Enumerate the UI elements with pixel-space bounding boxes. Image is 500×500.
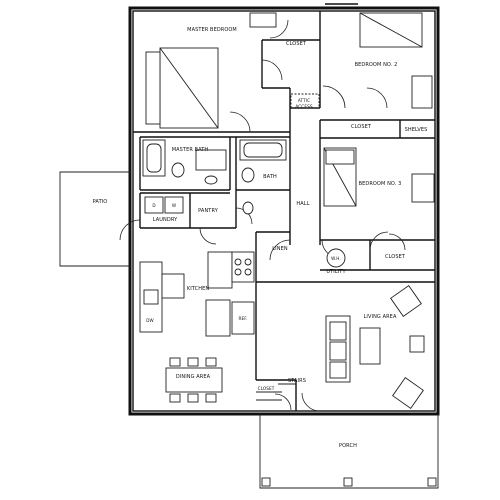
label-attic-1: ATTIC [298,98,310,103]
label-kitchen: KITCHEN [187,286,210,292]
water-heater: W.H. [326,248,346,268]
bedroom-3-furniture [323,147,435,207]
label-stairs: STAIRS [288,378,306,384]
doors [119,19,406,412]
label-closet-master: CLOSET [286,41,307,47]
label-utility: UTILITY [326,269,346,275]
label-patio: PATIO [93,199,108,205]
label-closet-3: CLOSET [385,254,406,260]
exterior-walls [128,3,440,416]
label-dining-area: DINING AREA [176,374,211,380]
living-furniture [325,285,425,409]
label-pantry: PANTRY [198,208,219,214]
stairs [256,383,296,401]
label-hall: HALL [296,201,309,207]
label-bedroom-2: BEDROOM NO. 2 [355,62,398,68]
label-master-bedroom: MASTER BEDROOM [187,27,237,33]
master-bedroom-furniture [145,12,277,129]
label-master-bath: MASTER BATH [172,147,209,153]
bath-fixtures [142,139,287,215]
label-living-area: LIVING AREA [364,314,397,320]
label-washer: W [172,203,176,208]
label-dryer: D [152,203,155,208]
label-closet-entry: CLOSET [258,386,275,391]
label-attic-2: ACCESS [295,104,312,109]
kitchen-fixtures: KITCHEN REF. DW [139,251,255,337]
label-shelves: SHELVES [405,127,428,133]
porch: PORCH [259,414,439,489]
label-closet-2: CLOSET [351,124,372,130]
bedroom-2-furniture [359,12,433,109]
label-laundry: LAUNDRY [153,217,178,223]
label-porch: PORCH [339,443,357,449]
label-bedroom-3: BEDROOM NO. 3 [359,181,402,187]
room-labels: MASTER BEDROOM CLOSET BEDROOM NO. 2 ATTI… [153,27,428,391]
label-bath: BATH [263,174,277,180]
label-dw: DW [146,318,154,323]
attic-access-box [290,93,320,109]
label-linen: LINEN [272,246,288,252]
dining-table: DINING AREA [165,357,223,403]
patio: PATIO [59,171,130,267]
label-ref: REF. [238,316,247,321]
label-wh: W.H. [331,256,341,261]
laundry-appliances: D W [144,196,184,214]
